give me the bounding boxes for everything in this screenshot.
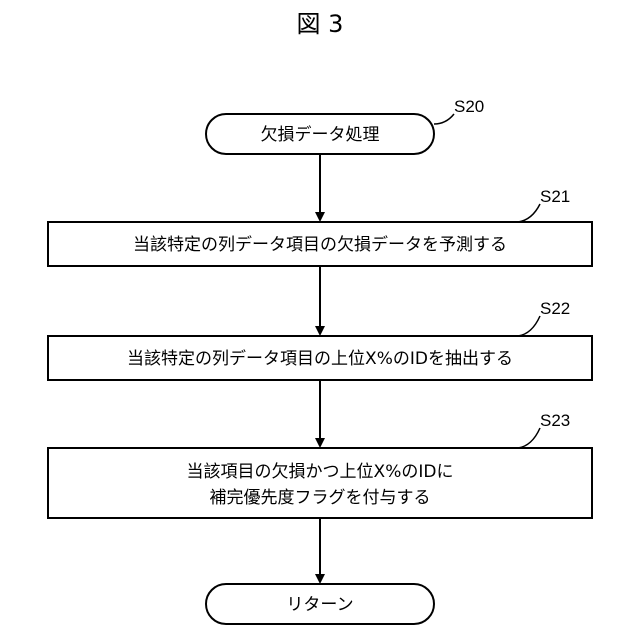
start-terminal-text: 欠損データ処理	[261, 124, 380, 145]
s21-leader-line	[518, 204, 540, 222]
process-s21-text: 当該特定の列データ項目の欠損データを予測する	[133, 234, 507, 255]
s20-step-label: S20	[454, 97, 484, 116]
process-box-s21: 当該特定の列データ項目の欠損データを予測する	[48, 222, 592, 266]
s23-leader-line	[518, 428, 540, 448]
end-terminal-text: リターン	[286, 595, 353, 615]
s22-leader-line	[518, 316, 540, 336]
process-box-s22: 当該特定の列データ項目の上位X%のIDを抽出する	[48, 336, 592, 380]
figure-title: 図 3	[297, 10, 344, 38]
s20-leader-line	[434, 114, 454, 124]
s22-step-label: S22	[540, 299, 570, 318]
s21-step-label: S21	[540, 187, 570, 206]
process-s23-text-line2: 補完優先度フラグを付与する	[210, 488, 431, 508]
process-box-s23: 当該項目の欠損かつ上位X%のIDに 補完優先度フラグを付与する	[48, 448, 592, 518]
start-terminal: 欠損データ処理	[206, 114, 434, 154]
end-terminal: リターン	[206, 584, 434, 624]
process-s23-text-line1: 当該項目の欠損かつ上位X%のIDに	[187, 462, 454, 482]
s23-step-label: S23	[540, 411, 570, 430]
process-s22-text: 当該特定の列データ項目の上位X%のIDを抽出する	[127, 348, 513, 369]
